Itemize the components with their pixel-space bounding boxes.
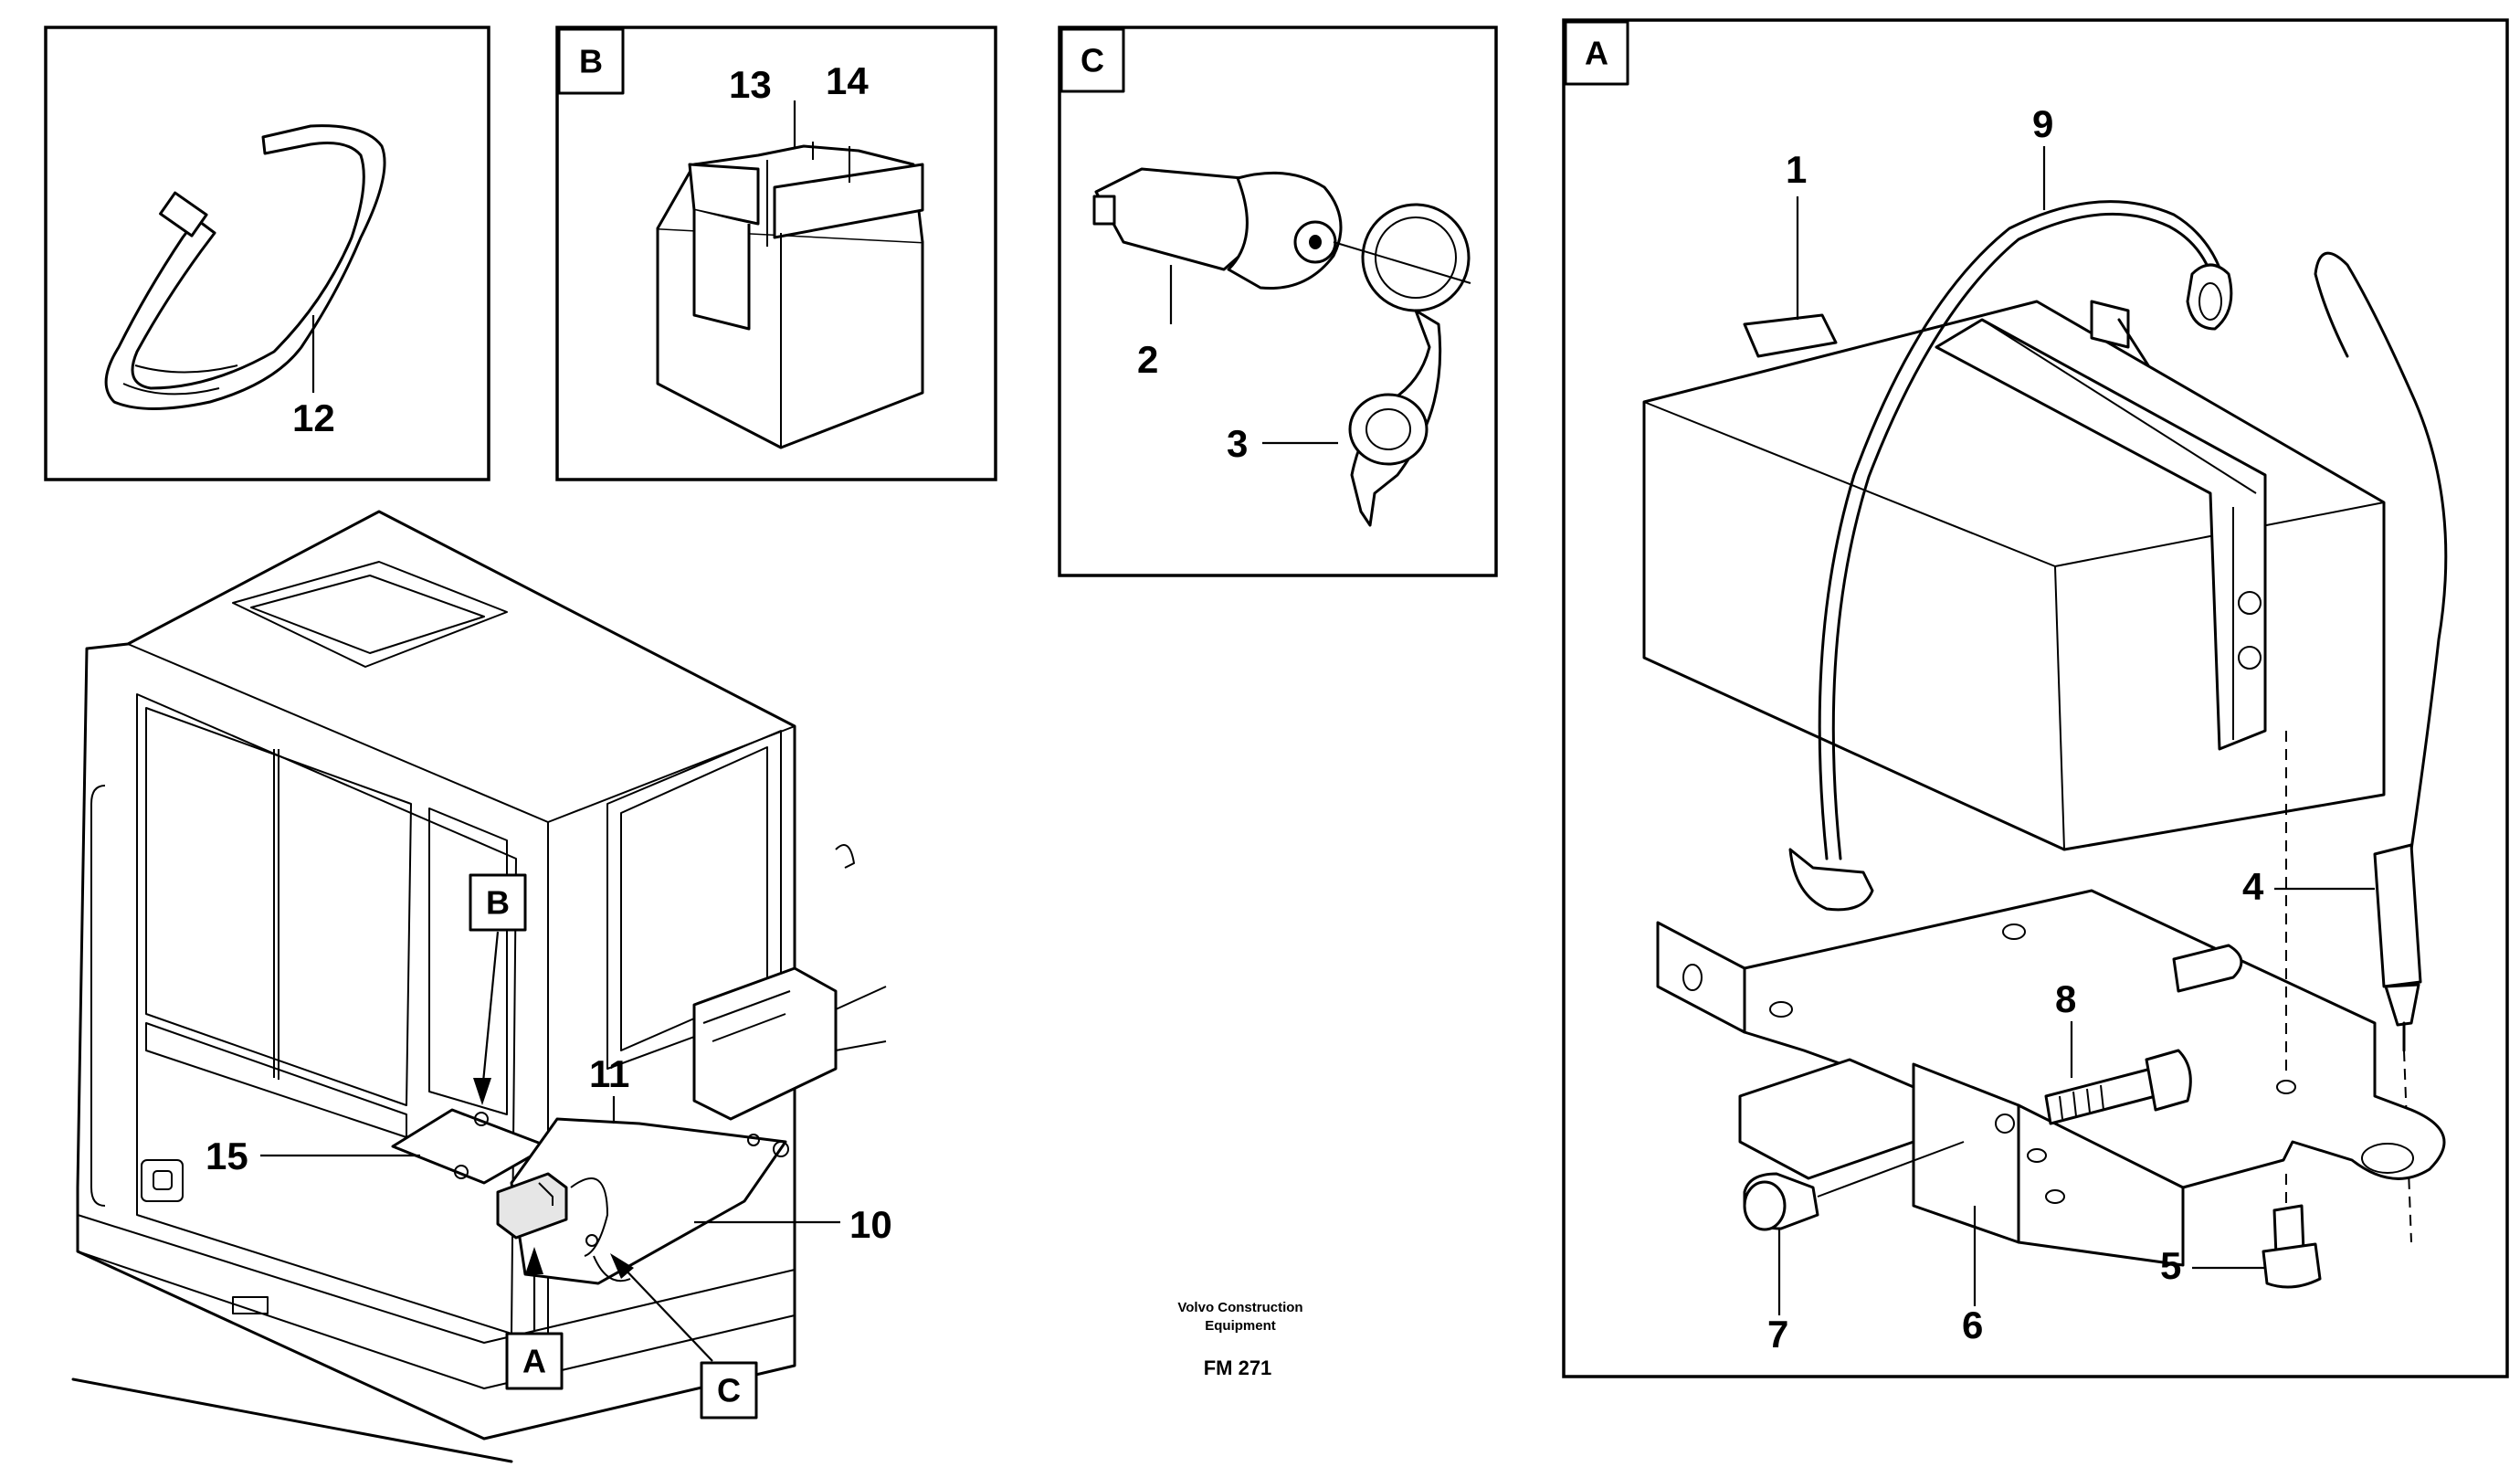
figure-code: FM 271	[1204, 1356, 1272, 1379]
part-label-1: 1	[1786, 148, 1807, 191]
panel-a-assembly: A	[1562, 18, 2509, 1378]
company-line-2: Equipment	[1205, 1318, 1276, 1334]
part-label-10: 10	[849, 1203, 892, 1246]
panel-cable-tie: 12	[44, 26, 490, 481]
cab-callout-b	[469, 873, 527, 932]
part-label-14: 14	[826, 59, 869, 102]
nut-7-drawing	[1743, 944, 2243, 1231]
relay-drawing	[656, 142, 924, 449]
part-label-5: 5	[2160, 1244, 2181, 1287]
part-label-12: 12	[292, 396, 335, 439]
detail-box-c	[1060, 27, 1125, 93]
pin-cable-drawing	[2314, 251, 2448, 1243]
svg-text:C: C	[717, 1372, 741, 1409]
svg-text:B: B	[486, 884, 510, 922]
company-line-1: Volvo Construction	[1177, 1300, 1302, 1315]
screw-5-drawing	[2262, 1174, 2322, 1289]
part-label-15: 15	[206, 1135, 248, 1177]
svg-text:B: B	[579, 43, 603, 80]
svg-text:A: A	[522, 1343, 546, 1380]
bolt-8-drawing	[2044, 1049, 2192, 1125]
storage-box-drawing	[1642, 300, 2386, 851]
socket-drawing	[1092, 167, 1471, 527]
detail-box-a	[1564, 20, 1629, 86]
svg-text:A: A	[1585, 35, 1608, 72]
cab-overview: B A C 15 11 10	[71, 510, 892, 1463]
part-label-8: 8	[2055, 977, 2076, 1020]
panel-b-relay: B 13 14	[555, 26, 997, 481]
part-label-7: 7	[1767, 1313, 1788, 1356]
strap-drawing	[1788, 200, 2233, 912]
detail-box-b	[557, 27, 625, 95]
part-label-13: 13	[729, 63, 772, 106]
part-label-4: 4	[2242, 865, 2264, 908]
cab-mounting-plates	[391, 1108, 789, 1285]
part-label-2: 2	[1137, 338, 1158, 381]
bracket-drawing	[1656, 731, 2446, 1267]
cable-tie-drawing	[104, 124, 386, 410]
part-label-6: 6	[1962, 1303, 1983, 1346]
cab-callout-a	[505, 1332, 564, 1390]
cab-callout-c	[700, 1361, 758, 1420]
svg-text:C: C	[1081, 42, 1104, 79]
part-label-3: 3	[1227, 422, 1248, 465]
cab-drawing	[71, 510, 887, 1463]
footer-credit: Volvo Construction Equipment FM 271	[1177, 1300, 1302, 1379]
part-label-9: 9	[2032, 102, 2053, 145]
panel-c-socket: C 2 3	[1058, 26, 1498, 577]
part-label-11: 11	[589, 1052, 629, 1095]
